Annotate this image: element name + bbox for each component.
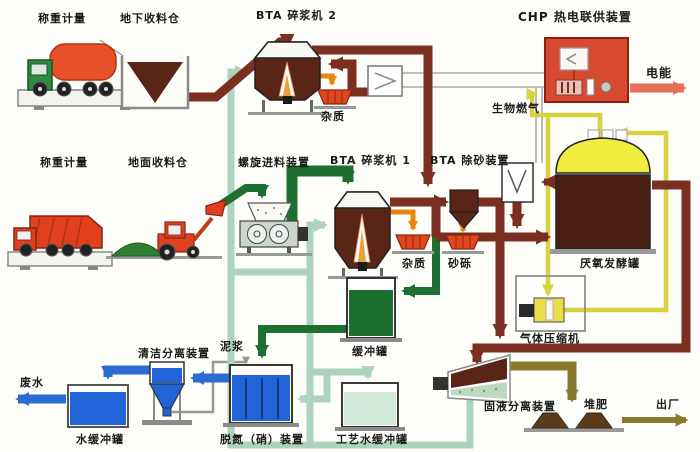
label-ground-bin: 地面收料仓	[128, 156, 188, 169]
wheel-loader	[157, 199, 227, 261]
label-solid-liquid-separator: 固液分离装置	[484, 400, 556, 413]
sludge-return-pipe	[172, 356, 250, 414]
process-water-buffer-tank	[335, 382, 405, 431]
water-arrows	[15, 365, 230, 406]
label-impurities-mid: 杂质	[402, 257, 426, 270]
label-denitrification: 脱氮（硝）装置	[220, 433, 304, 446]
label-screw-feeder: 螺旋进料装置	[238, 156, 310, 169]
label-weighing-top: 称重计量	[38, 12, 86, 25]
biogas-pipes	[526, 88, 669, 313]
fresh-pulp-pipes	[207, 165, 440, 359]
compost-piles	[524, 412, 624, 432]
label-pulper2: BTA 碎浆机 2	[256, 9, 337, 22]
label-biogas: 生物燃气	[492, 102, 540, 115]
label-buffer-tank: 缓冲罐	[352, 345, 388, 358]
solid-liquid-separator	[433, 354, 511, 403]
label-cleaning-separator: 清洁分离装置	[138, 347, 210, 360]
garbage-truck	[13, 215, 103, 257]
water-buffer-tank	[67, 384, 129, 428]
label-electric-energy: 电能	[646, 66, 673, 80]
label-underground-bin: 地下收料仓	[120, 12, 180, 25]
impurity-bowl-top	[314, 89, 356, 109]
waste-pile	[110, 242, 166, 257]
buffer-tank	[340, 277, 402, 342]
label-wastewater: 废水	[20, 376, 44, 389]
label-desander: BTA 除砂装置	[430, 154, 510, 167]
label-pulper1: BTA 碎浆机 1	[330, 154, 411, 167]
label-chp: CHP 热电联供装置	[518, 10, 632, 24]
heat-exchanger-box	[367, 65, 403, 97]
bta-desander	[448, 189, 480, 229]
bta-pulper-1	[328, 191, 398, 279]
underground-bin	[120, 56, 190, 110]
gas-compressor	[515, 275, 586, 332]
label-slurry: 泥浆	[220, 340, 244, 353]
grit-bowl	[442, 234, 484, 254]
cleaning-separator	[142, 361, 192, 425]
label-process-water-tank: 工艺水缓冲罐	[336, 433, 408, 446]
process-water-pipes	[227, 65, 474, 449]
screw-feeder-machine	[236, 202, 312, 256]
label-weighing-bottom: 称重计量	[40, 156, 88, 169]
label-fermenter: 厌氧发酵罐	[580, 257, 640, 270]
bta-pulper-2	[248, 41, 328, 115]
label-grit: 砂砾	[448, 257, 472, 270]
tanker-truck	[27, 43, 117, 97]
label-gas-compressor: 气体压缩机	[520, 332, 580, 345]
compost-arrows	[506, 361, 689, 427]
digestate-heater-box	[501, 162, 534, 203]
impurity-bowl-mid	[392, 234, 434, 254]
label-ship-out: 出厂	[656, 398, 680, 411]
label-impurities-top: 杂质	[321, 110, 345, 123]
label-water-buffer-tank: 水缓冲罐	[76, 433, 124, 446]
denitrification-tank	[223, 364, 299, 427]
chp-unit	[544, 37, 629, 103]
anaerobic-fermenter	[550, 129, 656, 254]
label-compost: 堆肥	[584, 398, 608, 411]
